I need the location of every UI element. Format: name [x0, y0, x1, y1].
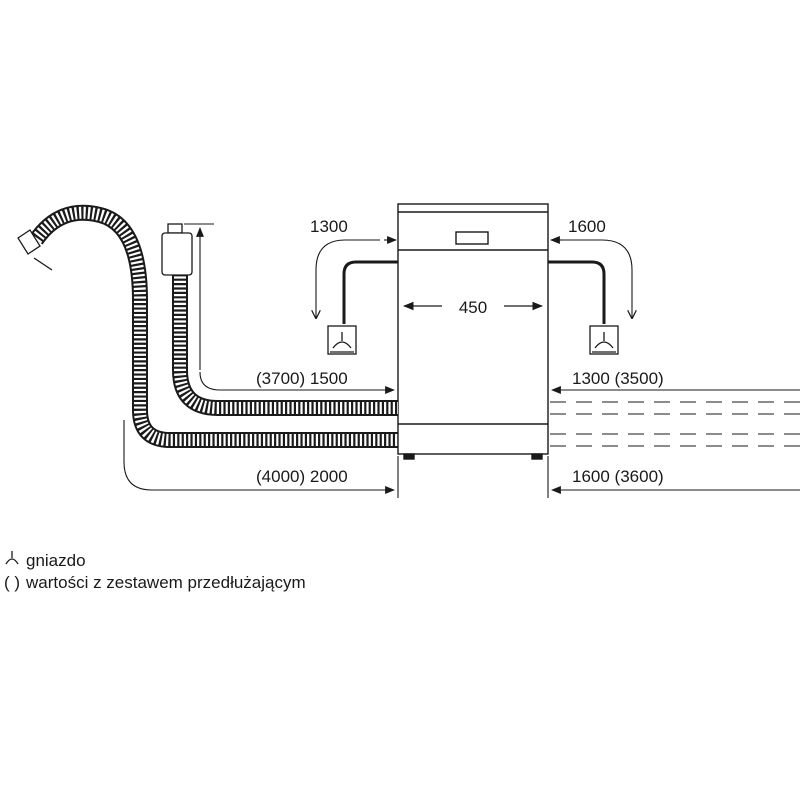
drain-hose-end-icon [17, 229, 53, 271]
drain-hose-ribs [31, 206, 398, 446]
socket-icon [4, 550, 26, 572]
legend-parentheses-row: ( ) wartości z zestawem przedłużającym [4, 572, 306, 594]
left-dimensions [123, 371, 399, 498]
dishwasher-display [455, 231, 489, 245]
inlet-valve-icon [161, 223, 193, 276]
left-upper-dimension-arrow [199, 371, 395, 394]
dishwasher-foot-right [531, 453, 543, 460]
socket-left-icon [327, 325, 357, 355]
water-hoses [29, 204, 398, 448]
legend-parentheses-symbol: ( ) [4, 573, 21, 592]
right-dimensions [547, 386, 800, 498]
top-right-dimension-label: 1600 [568, 217, 606, 236]
dishwasher-body [397, 203, 549, 460]
dishwasher-foot-left [403, 453, 415, 460]
power-cord-right [548, 260, 606, 324]
inlet-height-arrow [184, 223, 214, 370]
right-upper-dimension-label: 1300 (3500) [572, 369, 664, 388]
socket-right-icon [589, 325, 619, 355]
left-lower-dimension-arrow [123, 420, 395, 494]
top-right-dimension-arrow [560, 239, 632, 318]
legend-socket-label: gniazdo [26, 551, 86, 570]
left-lower-dimension-label: (4000) 2000 [256, 467, 348, 486]
legend-parentheses-label: wartości z zestawem przedłużającym [26, 573, 306, 592]
top-left-dimension-arrow [316, 239, 380, 318]
hose-continuation-dashed [550, 401, 800, 447]
width-dimension-label: 450 [459, 298, 487, 317]
right-lower-dimension-label: 1600 (3600) [572, 467, 664, 486]
left-upper-dimension-label: (3700) 1500 [256, 369, 348, 388]
legend-socket-row: gniazdo [4, 550, 306, 572]
top-left-dimension-label: 1300 [310, 217, 348, 236]
dishwasher-outline [397, 203, 549, 455]
power-cords [316, 236, 632, 324]
inlet-hose-ribs [174, 272, 398, 414]
power-cord-left [342, 260, 398, 324]
legend: gniazdo ( ) wartości z zestawem przedłuż… [4, 550, 306, 594]
